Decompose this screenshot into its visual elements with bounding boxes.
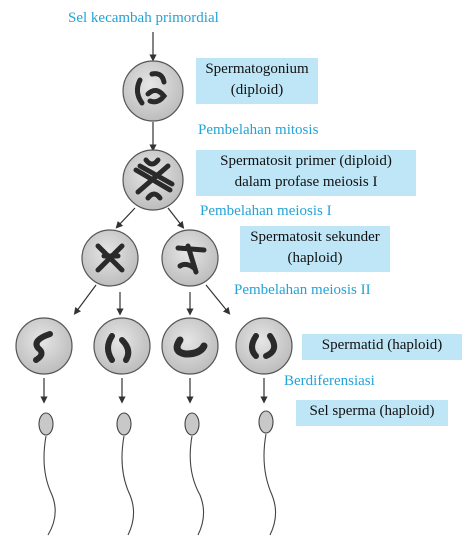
arrow-to-spermatid-4 [206, 285, 228, 312]
arrow-primary-to-secondary-left [118, 208, 135, 226]
sperm-cell-3 [185, 413, 204, 535]
spermatogonium-cell [123, 61, 183, 121]
spermatid-label-box: Spermatid (haploid) [302, 334, 462, 360]
title-label: Sel kecambah primordial [68, 10, 219, 27]
sperm-cell-4 [259, 411, 276, 535]
arrow-primary-to-secondary-right [168, 208, 182, 226]
spermatid-label: Spermatid (haploid) [306, 335, 458, 356]
sperm-cell-1 [39, 413, 55, 535]
spermatogonium-label-box: Spermatogonium (diploid) [196, 58, 318, 104]
arrow-to-spermatid-1 [76, 285, 96, 312]
sperm-label: Sel sperma (haploid) [300, 401, 444, 422]
spermatogonium-label-line2: (diploid) [200, 80, 314, 101]
primary-spermatocyte-cell [123, 150, 183, 210]
spermatid-cell-3 [162, 318, 218, 374]
primary-spermatocyte-label-line1: Spermatosit primer (diploid) [200, 151, 412, 172]
sperm-cell-2 [117, 413, 134, 535]
secondary-spermatocyte-label-line1: Spermatosit sekunder [244, 227, 386, 248]
spermatogonium-label-line1: Spermatogonium [200, 59, 314, 80]
spermatid-cell-4 [236, 318, 292, 374]
secondary-spermatocyte-label-box: Spermatosit sekunder (haploid) [240, 226, 390, 272]
spermatid-cell-2 [94, 318, 150, 374]
differentiation-label: Berdiferensiasi [284, 373, 375, 390]
secondary-spermatocyte-cell-2 [162, 230, 218, 286]
secondary-spermatocyte-label-line2: (haploid) [244, 248, 386, 269]
meiosis1-label: Pembelahan meiosis I [200, 203, 332, 220]
secondary-spermatocyte-cell-1 [82, 230, 138, 286]
spermatid-cell-1 [16, 318, 72, 374]
mitosis-label: Pembelahan mitosis [198, 122, 318, 139]
sperm-label-box: Sel sperma (haploid) [296, 400, 448, 426]
meiosis2-label: Pembelahan meiosis II [234, 282, 371, 299]
primary-spermatocyte-label-box: Spermatosit primer (diploid) dalam profa… [196, 150, 416, 196]
primary-spermatocyte-label-line2: dalam profase meiosis I [200, 172, 412, 193]
